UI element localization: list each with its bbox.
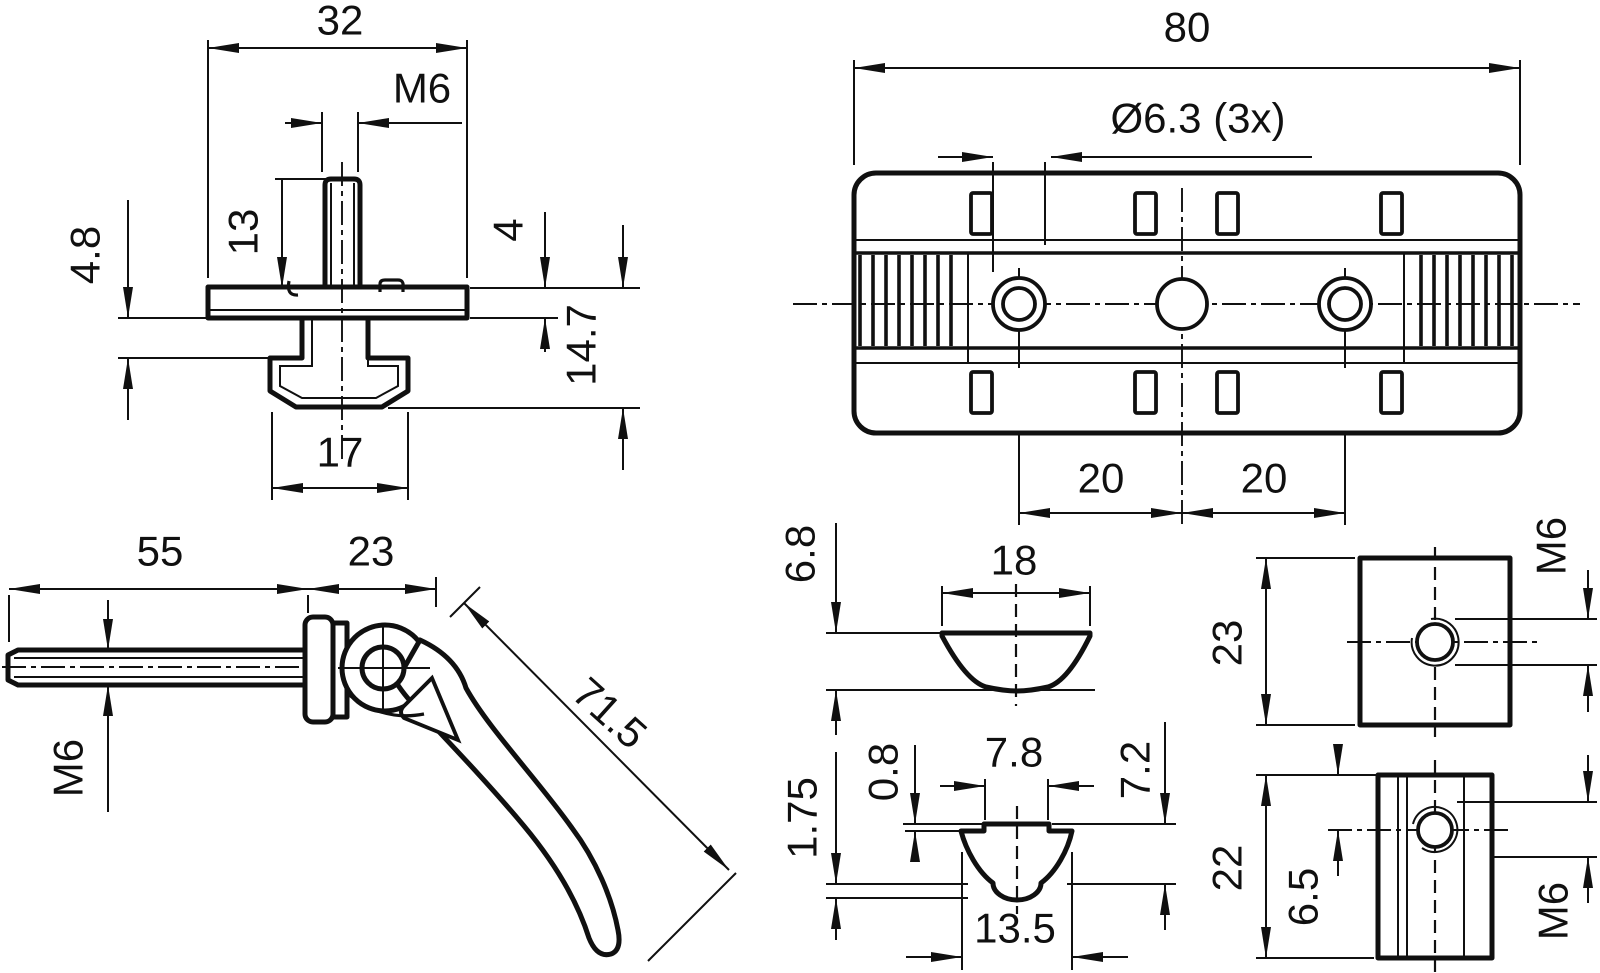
dim-label-23-block: 23 bbox=[1204, 620, 1251, 667]
right-hook bbox=[378, 278, 405, 292]
dim-spring-top-width: 7.8 bbox=[940, 729, 1094, 820]
block-front-view: 23 M6 bbox=[1204, 517, 1597, 737]
dim-label-13-5: 13.5 bbox=[974, 905, 1056, 952]
dim-label-6-5: 6.5 bbox=[1280, 868, 1327, 926]
dim-panel-gap: 4.8 bbox=[62, 200, 133, 420]
washer bbox=[302, 614, 336, 725]
tnut-inner-contour bbox=[279, 318, 399, 399]
thread-arc bbox=[1412, 806, 1459, 853]
dim-spring-foot: 1.75 bbox=[779, 752, 968, 940]
dim-rod-thread: M6 bbox=[45, 600, 113, 812]
slot-nut-view: 6.8 18 bbox=[777, 523, 1095, 735]
dim-nut-width: 18 bbox=[941, 537, 1091, 626]
dim-spring-height: 7.2 bbox=[1052, 722, 1176, 930]
slot-nut-outline bbox=[939, 630, 1093, 694]
dim-label-13: 13 bbox=[220, 209, 267, 256]
dim-overall-length: 80 bbox=[853, 4, 1521, 165]
dim-label-17: 17 bbox=[317, 429, 364, 476]
dim-total-height: 14.7 bbox=[388, 225, 640, 470]
dim-nut-height: 6.8 bbox=[777, 523, 1095, 735]
dim-label-20-right: 20 bbox=[1241, 455, 1288, 502]
dim-label-20-left: 20 bbox=[1078, 455, 1125, 502]
dim-label-22: 22 bbox=[1204, 845, 1251, 892]
plate-view: 80 Ø6.3 (3x) 20 20 bbox=[793, 4, 1580, 527]
dim-label-m6: M6 bbox=[393, 65, 451, 112]
dim-label-m6-block-side: M6 bbox=[1530, 882, 1577, 940]
dim-label-4: 4 bbox=[485, 218, 532, 241]
cam-curve bbox=[347, 692, 425, 718]
block-side-view: 22 6.5 M6 bbox=[1204, 744, 1597, 972]
dim-label-m6-rod: M6 bbox=[45, 739, 92, 797]
knurl-left bbox=[858, 253, 969, 363]
spring-outline bbox=[958, 821, 1075, 903]
dim-label-0-8: 0.8 bbox=[860, 743, 907, 801]
thread-arc bbox=[1410, 617, 1460, 667]
dim-label-23-lever: 23 bbox=[348, 528, 395, 575]
dim-block-side-hole-offset: 6.5 bbox=[1280, 744, 1343, 926]
dim-label-32: 32 bbox=[317, 0, 364, 44]
dim-hole-spacing: 20 20 bbox=[1019, 455, 1345, 518]
dim-spring-base-width: 13.5 bbox=[906, 852, 1128, 970]
block-front-hole bbox=[1415, 622, 1455, 662]
dim-thread-m6: M6 bbox=[285, 65, 462, 172]
dim-label-7-8: 7.8 bbox=[985, 729, 1043, 776]
lever-notch bbox=[399, 674, 462, 744]
knurl-right bbox=[1403, 253, 1514, 363]
spring-view: 0.8 7.8 7.2 1.75 bbox=[779, 722, 1176, 970]
dim-stud-height: 13 bbox=[220, 178, 330, 288]
dim-label-71-5: 71.5 bbox=[564, 668, 656, 758]
dim-label-1-75: 1.75 bbox=[779, 777, 826, 859]
dim-block-front-thread: M6 bbox=[1455, 517, 1597, 712]
dim-label-18: 18 bbox=[991, 537, 1038, 584]
dim-block-side-thread: M6 bbox=[1457, 755, 1597, 940]
dim-label-4-8: 4.8 bbox=[62, 226, 109, 284]
plate-body bbox=[851, 170, 1523, 436]
dim-rod-length: 55 23 bbox=[8, 528, 437, 642]
dim-overall-width: 32 bbox=[207, 0, 468, 278]
dim-block-front-height: 23 bbox=[1204, 557, 1355, 726]
dim-label-55: 55 bbox=[137, 528, 184, 575]
dim-block-side-height: 22 bbox=[1204, 774, 1383, 959]
block-side-body bbox=[1375, 772, 1495, 961]
dim-label-6-8: 6.8 bbox=[777, 525, 824, 583]
plate-holes bbox=[991, 276, 1373, 332]
dim-slot-width: 17 bbox=[271, 412, 409, 500]
tnut-outline bbox=[267, 315, 411, 410]
dim-label-7-2: 7.2 bbox=[1112, 741, 1159, 799]
dim-label-14-7: 14.7 bbox=[558, 304, 605, 386]
dim-hole-diameter: Ø6.3 (3x) bbox=[938, 95, 1312, 272]
dim-label-80: 80 bbox=[1164, 4, 1211, 51]
block-side-hole bbox=[1416, 811, 1454, 849]
plate-outline bbox=[205, 284, 470, 321]
lever-view: 55 23 M6 71.5 bbox=[2, 528, 737, 962]
left-hook bbox=[286, 280, 299, 297]
dim-label-hole-dia: Ø6.3 (3x) bbox=[1110, 95, 1285, 142]
section-view: 32 M6 13 4.8 4 bbox=[62, 0, 640, 500]
dim-label-m6-block-front: M6 bbox=[1528, 517, 1575, 575]
dim-spring-lip: 0.8 bbox=[860, 743, 984, 862]
dim-plate-thickness: 4 bbox=[470, 212, 640, 352]
plate-slots bbox=[969, 191, 1404, 415]
